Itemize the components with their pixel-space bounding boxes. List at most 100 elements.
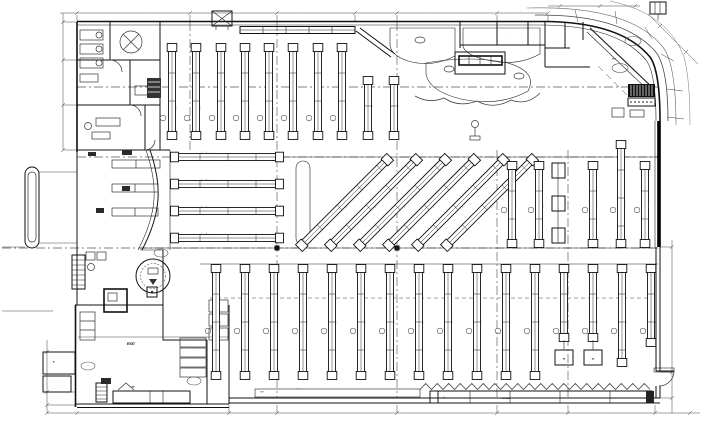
gondola xyxy=(381,152,482,253)
aisle-tag xyxy=(581,327,589,335)
annotation-text: ▪· ····▪ ·· xyxy=(201,231,210,235)
gondola xyxy=(190,43,202,140)
aisle-tag xyxy=(208,114,216,122)
rooftop-block xyxy=(211,10,233,27)
annotations: · ··· ·· ··· ··· ···· ··· ·· ······ ·· ·… xyxy=(44,9,679,412)
aisle-tag-circles xyxy=(159,114,647,335)
gondola xyxy=(326,264,338,380)
gondola xyxy=(362,76,374,140)
annotation-text: ·▪···· xyxy=(295,105,299,110)
annotation-text: ▪▪· xyxy=(443,395,446,399)
annotation-text: ·▪···· xyxy=(320,105,324,110)
annotation-text: ·· xyxy=(142,130,144,134)
gondola xyxy=(506,161,518,248)
annotation-text: ·· ·· xyxy=(118,408,122,412)
round-kiosk xyxy=(135,258,171,294)
aisle-tag xyxy=(639,327,647,335)
annotation-text: · ·· · xyxy=(60,78,64,83)
annotation-text: ·▪···· xyxy=(305,319,309,324)
gondola xyxy=(170,178,284,190)
gondola xyxy=(263,43,275,140)
bench-row xyxy=(101,378,191,404)
gondola xyxy=(294,152,395,253)
annotation-text: · ··· · xyxy=(297,9,302,13)
annotation-text: ·▪···· xyxy=(421,319,425,324)
annotation-text: ▪· ····▪ ·· xyxy=(201,177,210,181)
annotation-text: ·▪···· xyxy=(508,319,512,324)
gondola xyxy=(615,140,627,248)
annotation-text: ·▪···· xyxy=(373,203,379,209)
annotation-text: ·· xyxy=(639,115,641,119)
gondola xyxy=(312,43,324,140)
top-wall-cases xyxy=(239,26,396,58)
annotation-text: ▪▪ xyxy=(592,356,595,361)
annotation-text: · ··· · xyxy=(147,9,152,13)
annotation-text: ·▪···· xyxy=(247,319,251,324)
gondola xyxy=(170,205,284,217)
annotation-text: ·· xyxy=(185,349,187,353)
aisle-tag xyxy=(581,206,589,214)
annotation-text: ·▪···· xyxy=(623,202,627,207)
annotation-text: ·▪···· xyxy=(344,105,348,110)
ramp xyxy=(355,27,396,58)
keynote-tag xyxy=(624,36,642,46)
gondola xyxy=(239,264,251,380)
annotation-text: ·▪···· xyxy=(541,202,545,207)
annotation-text: ·▪▪· xyxy=(131,384,136,389)
annotation-text: ···· xyxy=(466,85,469,89)
ladder xyxy=(95,382,108,403)
aisle-tag xyxy=(407,327,415,335)
gondola xyxy=(323,152,424,253)
annotation-text: ·▪···· xyxy=(514,202,518,207)
aisle-tag xyxy=(436,327,444,335)
aisle-tag xyxy=(609,206,617,214)
gondola xyxy=(558,264,570,342)
keynote-tag xyxy=(80,361,96,371)
annotation-text: ·▪··· xyxy=(566,320,570,324)
annotation-text: ·· ··· xyxy=(296,27,301,31)
annotation-text: ·▪···· xyxy=(223,105,227,110)
annotation-text: ·▪··· xyxy=(396,104,400,108)
stair xyxy=(71,254,86,290)
gondola xyxy=(336,43,348,140)
annotation-text: ·· ·· xyxy=(518,9,522,13)
annotation-text: ···· xyxy=(44,373,48,376)
annotation-text: ·▪···· xyxy=(271,105,275,110)
annotation-text: ·▪···· xyxy=(646,202,650,207)
dimension-ticks xyxy=(44,3,693,416)
annotation-text: ·▪···· xyxy=(479,319,483,324)
aisle-tag xyxy=(527,206,535,214)
annotation-text: ··· xyxy=(507,30,510,34)
annotation-text: ·▪···· xyxy=(624,319,628,324)
annotation-text: ·▪···· xyxy=(174,105,178,110)
annotation-text: ·▪···· xyxy=(460,203,466,209)
shelving-gondolas xyxy=(166,43,657,380)
checkout-front xyxy=(254,367,675,404)
aisle-tag xyxy=(262,327,270,335)
gondola xyxy=(215,43,227,140)
gondola xyxy=(384,264,396,380)
annotation-text: · ·· · xyxy=(669,318,673,323)
annotation-text: ·· xyxy=(99,87,101,91)
aisle-tag xyxy=(465,327,473,335)
annotation-text: ·· ·· xyxy=(398,408,402,412)
annotation-text: ·▪···· xyxy=(344,203,350,209)
annotation-text: ···· xyxy=(476,39,479,43)
entrance-area xyxy=(469,22,656,141)
gondola xyxy=(533,161,545,248)
gondola xyxy=(413,264,425,380)
annotation-text: ·▪···· xyxy=(392,319,396,324)
gondola xyxy=(410,152,511,253)
checkout-counter xyxy=(429,390,654,404)
gondola xyxy=(355,264,367,380)
annotation-text: ▪· ····▪ ·· xyxy=(201,204,210,208)
annotation-text: ·· · xyxy=(674,35,679,40)
annotation-text: ···· xyxy=(406,37,409,41)
annotation-text: ·▪··· xyxy=(653,320,657,324)
aisle-tag xyxy=(633,206,641,214)
gondola xyxy=(239,43,251,140)
annotation-text: ▪ ··· · · xyxy=(297,386,304,390)
gondola xyxy=(616,264,628,367)
